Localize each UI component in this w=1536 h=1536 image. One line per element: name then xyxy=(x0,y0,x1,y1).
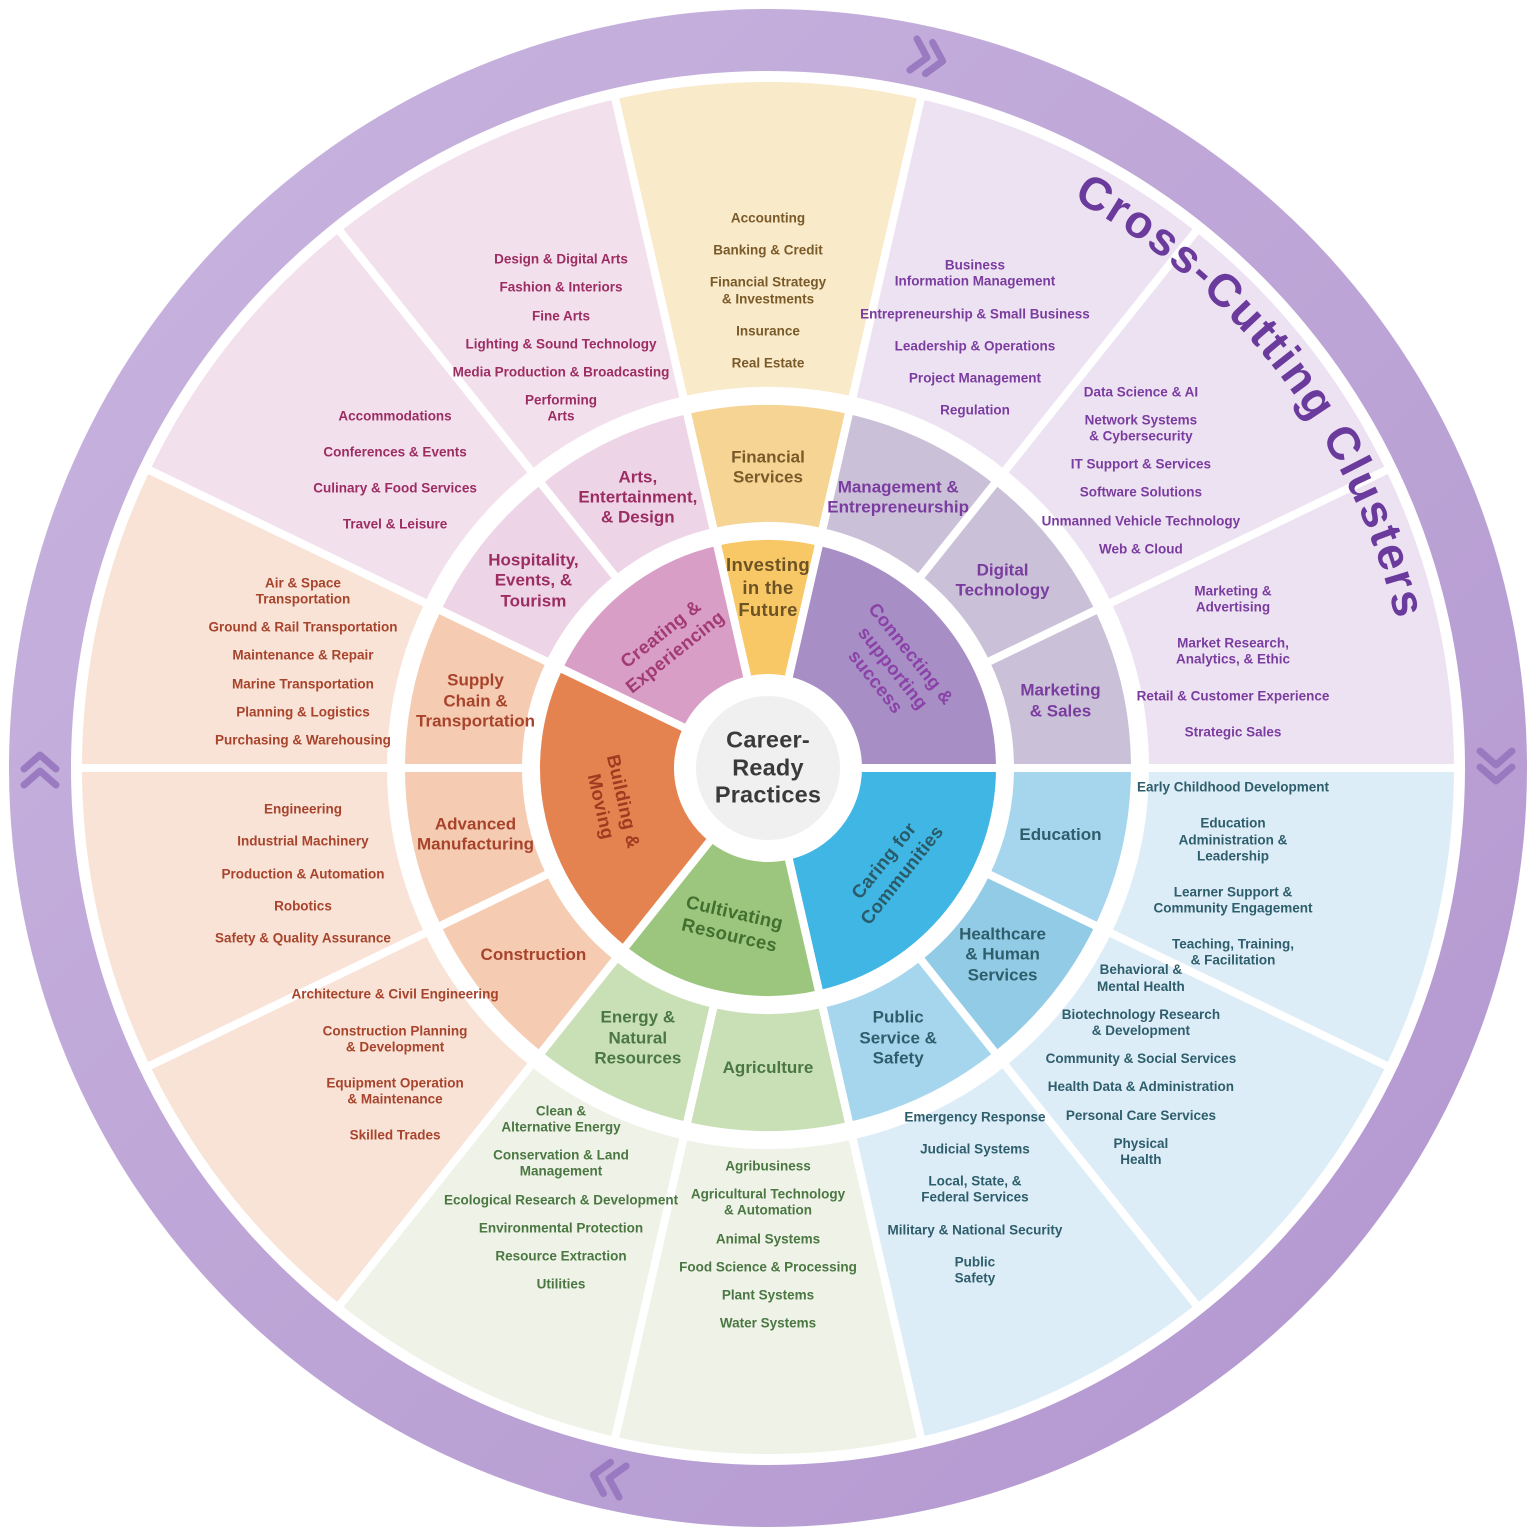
chevron-icon xyxy=(1476,747,1516,785)
chevron-icon xyxy=(589,1458,630,1501)
chevron-icon xyxy=(906,35,947,78)
center-hub xyxy=(696,696,840,840)
chevron-icon xyxy=(20,751,60,789)
cluster-wedge-arts-entertainment-design xyxy=(533,405,719,585)
outer-wedge-arts-entertainment-design xyxy=(332,90,689,479)
